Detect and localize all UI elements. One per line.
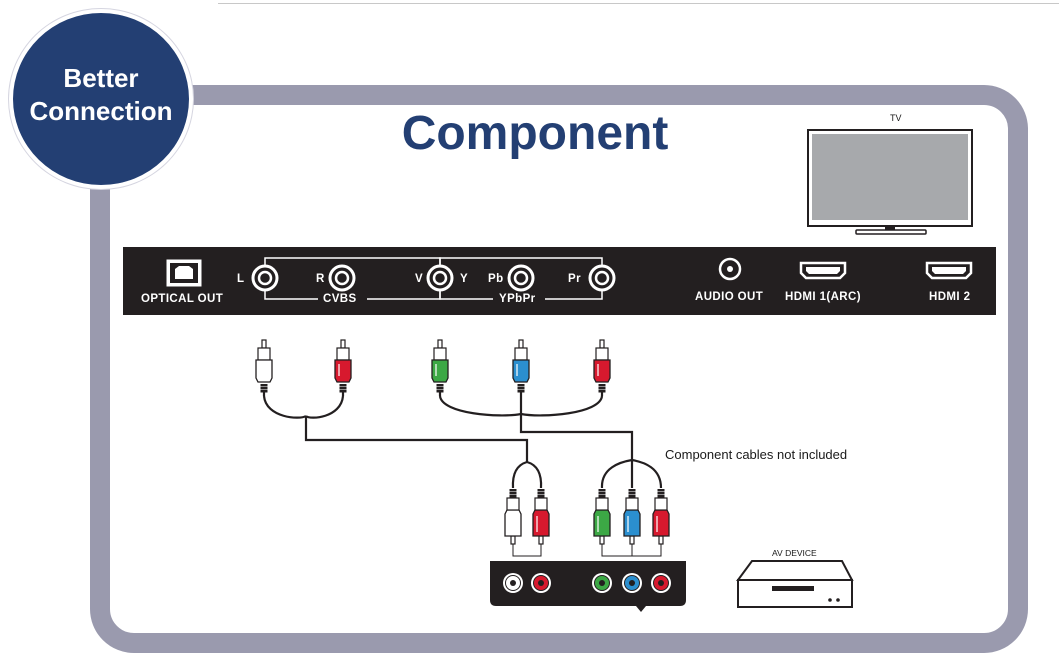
jack-pb-label: Pb <box>488 273 504 285</box>
hdmi1-label: HDMI 1(ARC) <box>785 291 861 303</box>
badge-line-2: Connection <box>29 96 173 126</box>
tv-label: TV <box>890 113 902 123</box>
jack-l-label: L <box>237 273 245 285</box>
badge-line-1: Better <box>63 63 139 93</box>
optical-out-label: OPTICAL OUT <box>141 293 224 305</box>
tv-rear-panel <box>123 247 996 315</box>
hdmi2-label: HDMI 2 <box>929 291 971 303</box>
cables-note: Component cables not included <box>665 447 848 462</box>
better-connection-badge <box>9 9 193 189</box>
diagram-frame <box>90 85 1028 653</box>
jack-pr-label: Pr <box>568 273 581 285</box>
top-divider <box>218 0 1059 4</box>
jack-y-label: Y <box>460 273 469 285</box>
cvbs-group-label: CVBS <box>323 293 357 305</box>
badge-label: Better Connection <box>9 62 193 128</box>
jack-r-label: R <box>316 273 325 285</box>
page-title: Component <box>401 107 669 160</box>
ypbpr-group-label: YPbPr <box>499 293 536 305</box>
jack-v-label: V <box>415 273 424 285</box>
av-device-label: AV DEVICE <box>772 548 817 558</box>
audio-out-label: AUDIO OUT <box>695 291 764 303</box>
